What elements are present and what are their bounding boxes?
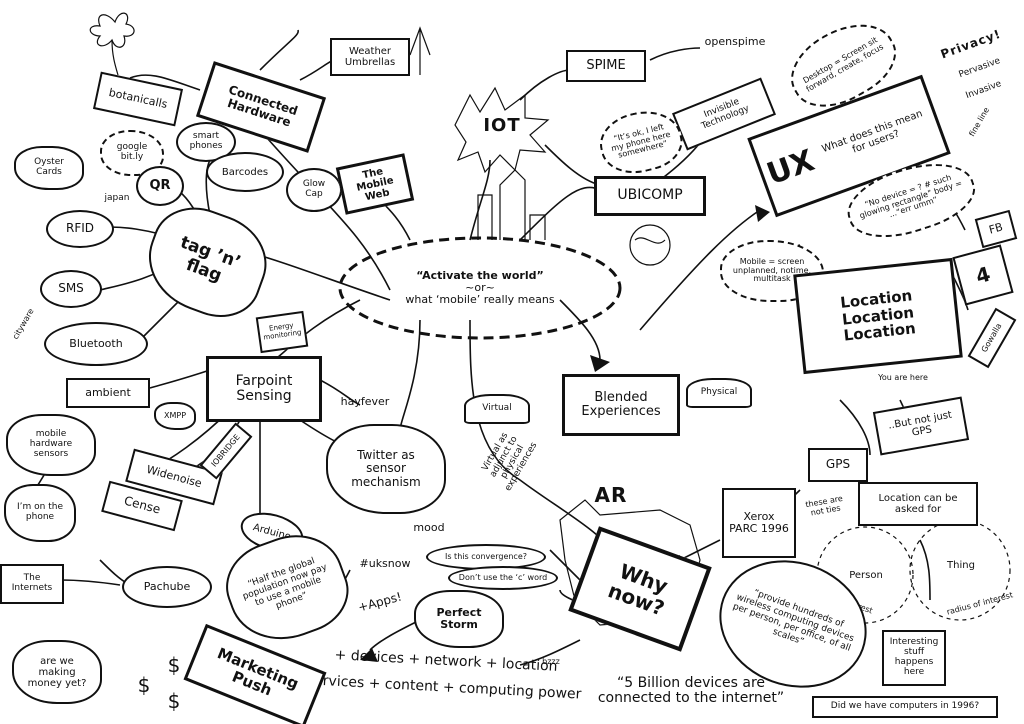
city-buildings — [477, 169, 546, 240]
connector — [839, 399, 871, 456]
flower-stem — [111, 39, 119, 76]
connector — [369, 619, 421, 651]
bluetooth-node: Bluetooth — [44, 322, 148, 366]
connector — [59, 579, 121, 586]
ar-label: AR — [594, 483, 628, 507]
openspime-label: openspime — [704, 35, 766, 48]
connector — [469, 159, 491, 241]
computers-1996-node: Did we have computers in 1996? — [812, 696, 998, 718]
farpoint-node: Farpoint Sensing — [206, 356, 322, 422]
energy-node: Energy monitoring — [255, 310, 309, 354]
person-label: Person — [849, 570, 883, 581]
ubicomp-node: UBICOMP — [594, 176, 706, 216]
xmpp-node: XMPP — [154, 402, 196, 430]
arrow-head — [360, 648, 378, 662]
connector — [259, 129, 391, 291]
glow-cap-node: Glow Cap — [286, 168, 342, 212]
center-subtitle: what ‘mobile’ really means — [405, 293, 555, 307]
google-label: google — [116, 142, 148, 153]
connector — [919, 539, 931, 601]
japan-label: japan — [104, 193, 130, 203]
connector — [519, 69, 571, 101]
connector — [549, 549, 581, 581]
iot-label: IOT — [483, 115, 521, 136]
dollar-1: $ — [167, 653, 181, 677]
ux-question: What does this mean for users? — [820, 108, 925, 156]
qr-node: QR — [136, 166, 184, 206]
physical-car: Physical — [686, 378, 752, 408]
five-billion-quote: “5 Billion devices are connected to the … — [597, 675, 785, 707]
ux-label: UX — [762, 142, 819, 192]
connector — [559, 299, 601, 361]
central-topic: “Activate the world” ~or~ what ‘mobile’ … — [360, 250, 600, 326]
mobile-hw-sensors-node: mobile hardware sensors — [6, 414, 96, 476]
buzz-label: bzzz — [542, 657, 560, 666]
you-are-here-label: You are here — [878, 373, 928, 382]
connector — [259, 29, 299, 71]
connector — [519, 186, 601, 241]
center-dashed-ring — [338, 236, 622, 340]
xerox-node: Xerox PARC 1996 — [722, 488, 796, 558]
ambient-node: ambient — [66, 378, 150, 408]
bitly-label: bit.ly — [120, 152, 144, 162]
on-phone-node: I’m on the phone — [4, 484, 76, 542]
pachube-node: Pachube — [122, 566, 212, 608]
connector — [639, 209, 761, 331]
uksnow-label: #uksnow — [359, 557, 411, 570]
internets-node: The Internets — [0, 564, 64, 604]
oyster-cards-node: Oyster Cards — [14, 146, 84, 190]
connector — [149, 369, 211, 389]
virtual-car: Virtual — [464, 394, 530, 424]
center-title: “Activate the world” — [416, 268, 544, 282]
spime-node: SPIME — [566, 50, 646, 82]
connector — [649, 47, 701, 61]
connector — [519, 639, 581, 666]
gps-node: GPS — [808, 448, 868, 482]
perfect-storm-node: Perfect Storm — [414, 590, 504, 648]
money-node: are we making money yet? — [12, 640, 102, 704]
globe — [629, 224, 671, 266]
arrow-head — [755, 205, 770, 222]
interesting-node: Interesting stuff happens here — [882, 630, 946, 686]
connector — [544, 144, 601, 186]
weather-umbrellas-node: Weather Umbrellas — [330, 38, 410, 76]
arrow-head — [590, 355, 610, 372]
barcodes-node: Barcodes — [206, 152, 284, 192]
connector — [129, 74, 201, 91]
connector — [469, 319, 621, 561]
center-or: ~or~ — [465, 280, 495, 294]
globe-detail — [634, 237, 666, 244]
mobile-screen-note: Mobile = screen unplanned, notime, multi… — [720, 240, 824, 302]
dollar-3: $ — [167, 689, 181, 713]
location-asked-node: Location can be asked for — [858, 482, 978, 526]
location-node: Location Location Location — [793, 257, 963, 375]
twitter-node: Twitter as sensor mechanism — [326, 424, 446, 514]
blended-node: Blended Experiences — [562, 374, 680, 436]
dont-use-node: Don’t use the ‘c’ word — [448, 566, 558, 590]
connector — [399, 319, 421, 431]
hayfever-label: hayfever — [340, 395, 390, 408]
mood-label: mood — [413, 521, 445, 534]
umbrella — [409, 26, 431, 75]
sms-node: SMS — [40, 270, 102, 308]
dollar-2: $ — [137, 673, 151, 697]
iot-starburst — [454, 86, 550, 174]
rfid-node: RFID — [46, 210, 114, 248]
thing-label: Thing — [947, 560, 975, 571]
connector — [319, 379, 361, 406]
